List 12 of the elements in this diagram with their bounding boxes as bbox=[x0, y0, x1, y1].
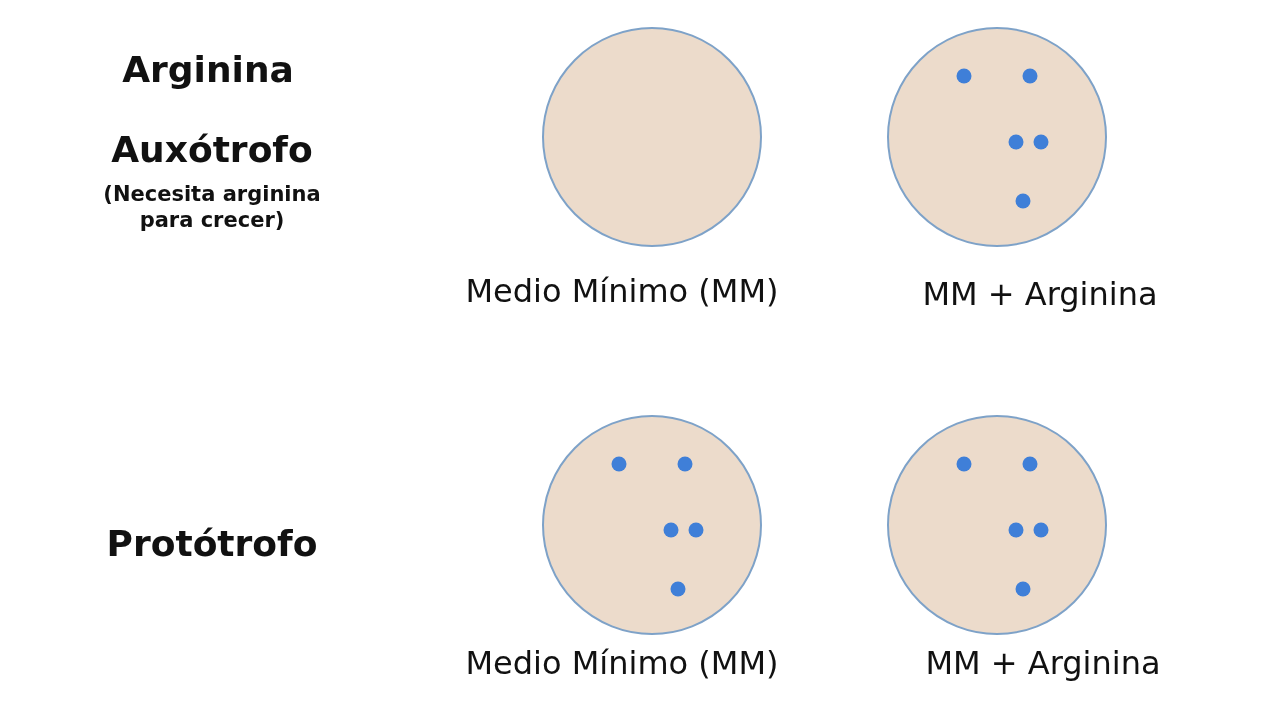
strain-label: Protótrofo bbox=[105, 522, 319, 566]
strain-label: Auxótrofo bbox=[110, 128, 314, 172]
petri-dish bbox=[886, 414, 1108, 636]
petri-dish bbox=[541, 414, 763, 636]
note-text: (Necesita arginina para crecer) bbox=[102, 181, 322, 234]
medium-label: MM + Arginina bbox=[925, 644, 1161, 682]
medium-label: Medio Mínimo (MM) bbox=[465, 644, 779, 682]
medium-label: MM + Arginina bbox=[922, 275, 1158, 313]
petri-dish bbox=[886, 26, 1108, 248]
petri-dish bbox=[541, 26, 763, 248]
nutrient-label: Arginina bbox=[121, 48, 295, 92]
medium-label: Medio Mínimo (MM) bbox=[465, 272, 779, 310]
